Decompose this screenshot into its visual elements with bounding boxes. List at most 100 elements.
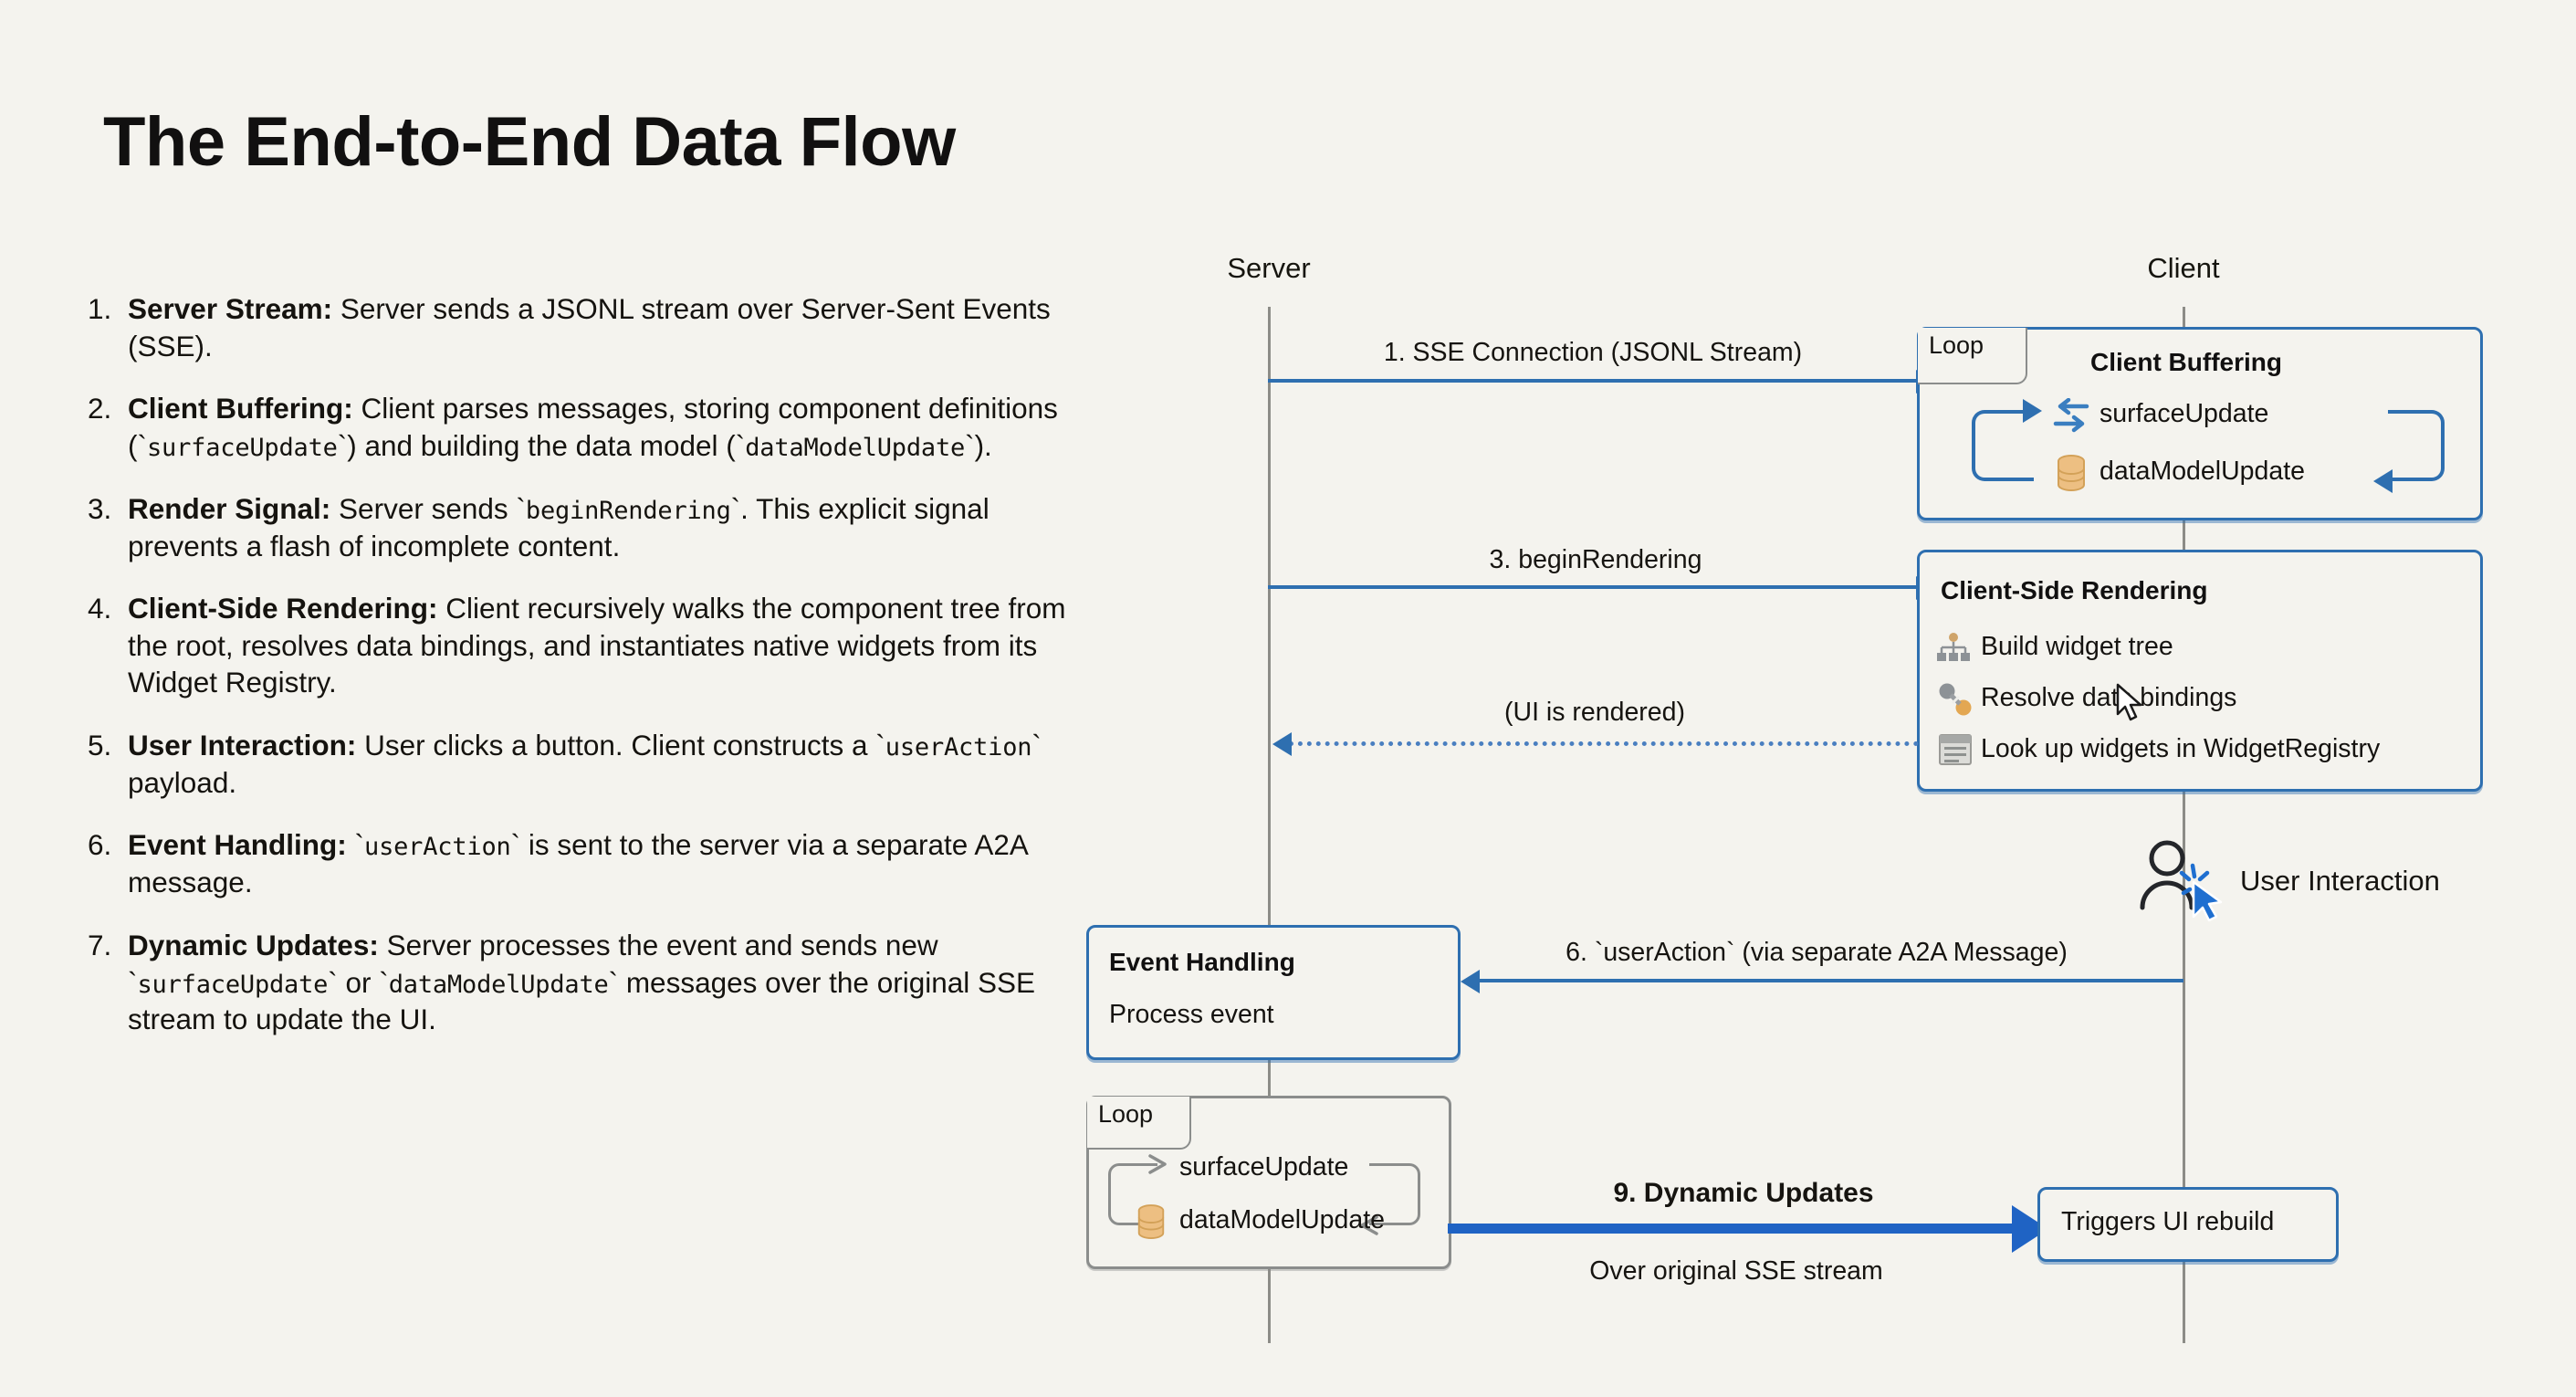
message-label-1: 1. SSE Connection (JSONL Stream) — [1383, 338, 1803, 367]
message-label-6: 6. `userAction` (via separate A2A Messag… — [1565, 938, 2068, 967]
step-code: dataModelUpdate — [745, 433, 966, 462]
step-text: User clicks a button. Client constructs … — [356, 729, 885, 762]
message-label-3: 3. beginRendering — [1489, 545, 1702, 574]
list-item: 1. Server Stream: Server sends a JSONL s… — [88, 290, 1101, 364]
step-title: User Interaction: — [128, 729, 357, 762]
event-handling-title: Event Handling — [1109, 948, 1295, 976]
loop-tab-server: Loop — [1087, 1097, 1191, 1150]
step-body: Server Stream: Server sends a JSONL stre… — [128, 290, 1101, 364]
arrowhead-right-icon — [1148, 1154, 1167, 1174]
step-code: userAction — [885, 733, 1032, 762]
page-title: The End-to-End Data Flow — [103, 103, 956, 181]
loopback-connector-right — [2388, 410, 2445, 481]
step-number: 1. — [88, 292, 112, 325]
step-text: ` messages over the original SSE stream … — [128, 965, 1036, 1036]
server-loop-item-datamodel: dataModelUpdate — [1179, 1205, 1385, 1234]
exchange-arrows-icon — [2053, 398, 2089, 433]
lifeline-server — [1268, 307, 1271, 1343]
arrowhead-right-icon — [2023, 399, 2042, 423]
step-number: 4. — [88, 592, 112, 625]
database-icon — [1137, 1204, 1165, 1239]
message-arrow-9 — [1448, 1224, 2014, 1234]
step-body: User Interaction: User clicks a button. … — [128, 727, 1101, 801]
list-item: 6. Event Handling: `userAction` is sent … — [88, 826, 1101, 900]
step-title: Event Handling: — [128, 828, 347, 862]
step-code: beginRendering — [525, 496, 731, 525]
client-rendering-item-1: Resolve data bindings — [1981, 683, 2237, 712]
step-code: userAction — [364, 833, 511, 862]
step-text: Server sends a JSONL stream over Server-… — [128, 292, 1051, 362]
event-handling-box — [1086, 925, 1461, 1060]
hierarchy-icon — [1937, 633, 1970, 661]
step-text: Server processes the event and sends new… — [128, 928, 938, 999]
arrowhead-left-icon — [1461, 970, 1480, 993]
triggers-ui-rebuild-label: Triggers UI rebuild — [2061, 1207, 2275, 1236]
message-label-rendered: (UI is rendered) — [1504, 698, 1685, 727]
arrowhead-left-icon — [1272, 732, 1292, 756]
step-text: `) and building the data model (` — [337, 428, 746, 462]
list-item: 4. Client-Side Rendering: Client recursi… — [88, 590, 1101, 701]
loop-tab-client: Loop — [1918, 328, 2027, 384]
step-code: dataModelUpdate — [388, 970, 609, 999]
step-title: Dynamic Updates: — [128, 928, 379, 961]
list-item: 2. Client Buffering: Client parses messa… — [88, 390, 1101, 464]
message-sublabel-9: Over original SSE stream — [1589, 1256, 1883, 1286]
step-body: Dynamic Updates: Server processes the ev… — [128, 927, 1101, 1038]
client-buffering-title: Client Buffering — [2090, 348, 2282, 376]
message-arrow-3 — [1268, 585, 1918, 589]
step-text: Server sends ` — [330, 491, 526, 525]
step-number: 3. — [88, 491, 112, 525]
step-code: surfaceUpdate — [137, 970, 329, 999]
step-body: Client-Side Rendering: Client recursivel… — [128, 590, 1101, 701]
list-item: 5. User Interaction: User clicks a butto… — [88, 727, 1101, 801]
step-title: Client-Side Rendering: — [128, 592, 438, 625]
client-rendering-item-2: Look up widgets in WidgetRegistry — [1981, 734, 2381, 763]
step-body: Event Handling: `userAction` is sent to … — [128, 826, 1101, 900]
step-text: `. This explicit signal prevents a flash… — [128, 491, 990, 562]
steps-list: 1. Server Stream: Server sends a JSONL s… — [88, 290, 1101, 1064]
step-text: ` payload. — [128, 729, 1042, 799]
client-buffering-item-datamodel: dataModelUpdate — [2100, 457, 2305, 486]
step-text: `). — [965, 428, 992, 462]
step-text: Client parses messages, storing componen… — [128, 392, 1058, 462]
list-item: 3. Render Signal: Server sends `beginRen… — [88, 490, 1101, 564]
loopback-connector-right — [1369, 1163, 1420, 1225]
triggers-ui-rebuild-box — [2037, 1187, 2339, 1262]
message-arrow-rendered — [1289, 741, 1919, 746]
loopback-connector-left — [1972, 410, 2034, 481]
client-buffering-item-surface: surfaceUpdate — [2100, 399, 2269, 428]
step-text: Client recursively walks the component t… — [128, 592, 1066, 699]
user-interaction-label: User Interaction — [2240, 865, 2440, 897]
step-title: Render Signal: — [128, 491, 331, 525]
step-number: 7. — [88, 928, 112, 961]
step-number: 6. — [88, 828, 112, 862]
step-code: surfaceUpdate — [146, 433, 338, 462]
user-interaction-icon — [2140, 840, 2223, 922]
step-title: Server Stream: — [128, 292, 333, 325]
step-number: 2. — [88, 392, 112, 425]
lifeline-client — [2183, 307, 2185, 1343]
message-label-9: 9. Dynamic Updates — [1613, 1178, 1874, 1208]
message-arrow-1 — [1268, 379, 1918, 383]
client-rendering-title: Client-Side Rendering — [1941, 576, 2208, 604]
step-title: Client Buffering: — [128, 392, 353, 425]
client-rendering-item-0: Build widget tree — [1981, 632, 2173, 661]
arrowhead-left-icon — [1360, 1215, 1378, 1235]
mouse-cursor-icon — [2116, 683, 2142, 721]
widget-registry-icon — [1939, 734, 1972, 765]
list-item: 7. Dynamic Updates: Server processes the… — [88, 927, 1101, 1038]
actor-label-client: Client — [2147, 252, 2220, 284]
step-number: 5. — [88, 729, 112, 762]
step-text: ` — [346, 828, 365, 862]
client-rendering-box — [1917, 550, 2483, 792]
database-icon — [2058, 455, 2085, 491]
step-body: Client Buffering: Client parses messages… — [128, 390, 1101, 464]
message-arrow-6 — [1479, 979, 2183, 982]
step-text: ` or ` — [328, 965, 389, 999]
arrowhead-left-icon — [2373, 469, 2393, 493]
event-handling-subtitle: Process event — [1109, 1000, 1274, 1029]
data-binding-icon — [1939, 683, 1972, 716]
server-loop-item-surface: surfaceUpdate — [1179, 1152, 1349, 1182]
